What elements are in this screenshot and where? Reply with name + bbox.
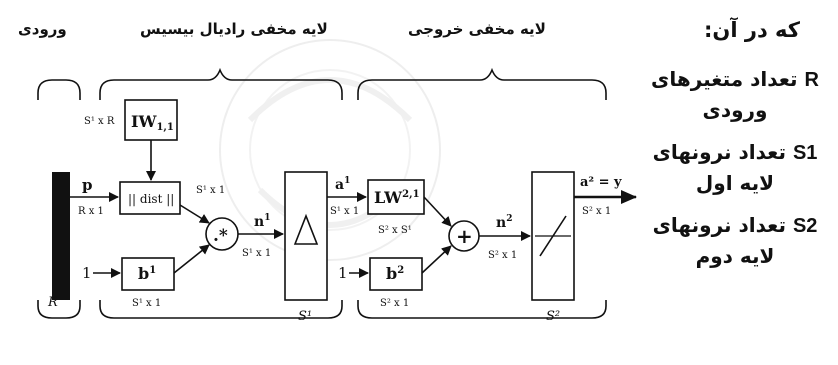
b1-bias-box xyxy=(121,257,175,291)
layer-brackets-bottom xyxy=(37,300,607,319)
lw-to-sum-arrow xyxy=(423,196,452,227)
lw-dim-label: S² x S¹ xyxy=(378,225,412,236)
legend-item-s2: S2 تعداد نرونهای لایه دوم xyxy=(640,210,830,271)
dist-to-mult-arrow xyxy=(179,204,210,224)
multiply-symbol: .* xyxy=(213,226,228,246)
rbf-network-diagram: R p R x 1 IW1,1 S¹ x R || dist || S¹ x 1… xyxy=(37,39,637,324)
legend: که در آن: R تعداد متغیرهای ورودی S1 تعدا… xyxy=(640,18,830,283)
legend-intro: که در آن: xyxy=(704,18,800,42)
legend-text: تعداد نرونهای لایه اول xyxy=(652,140,786,195)
legend-symbol: S2 xyxy=(792,215,818,237)
output-layer-label: لایه مخفی خروجی xyxy=(408,20,546,38)
b1-to-mult-arrow xyxy=(173,244,210,274)
b2-bias-box xyxy=(369,257,423,291)
a1-label: a1 xyxy=(335,176,350,193)
input-p-label: p xyxy=(82,176,93,194)
bias2-one-label: 1 xyxy=(338,264,348,282)
input-dim-label: R x 1 xyxy=(78,206,104,217)
dist-label: || dist || xyxy=(128,192,174,206)
n1-label: n1 xyxy=(254,213,270,230)
layer2-size-label: S² xyxy=(546,309,560,324)
legend-symbol: S1 xyxy=(792,142,818,164)
output-label: a² = y xyxy=(580,175,622,190)
radbas-transfer-box xyxy=(284,171,328,301)
output-dim-label: S² x 1 xyxy=(582,206,611,217)
iw-dim-label: S¹ x R xyxy=(84,116,115,127)
iw-label: IW1,1 xyxy=(131,112,174,133)
b2-dim-label: S² x 1 xyxy=(380,298,409,309)
legend-text: تعداد متغیرهای ورودی xyxy=(650,67,798,122)
b1-dim-label: S¹ x 1 xyxy=(132,298,161,309)
radbas-triangle-icon xyxy=(293,213,319,245)
lw-label: LW2,1 xyxy=(374,188,420,207)
sum-symbol: + xyxy=(456,224,473,248)
bias1-one-label: 1 xyxy=(82,264,92,282)
input-vector-bar xyxy=(52,172,70,300)
layer1-size-label: S¹ xyxy=(298,309,312,324)
legend-symbol: R xyxy=(804,69,819,91)
radial-basis-layer-label: لایه مخفی رادیال بیسیس xyxy=(140,20,328,38)
layer-brackets-top xyxy=(37,67,607,100)
n2-dim-label: S² x 1 xyxy=(488,250,517,261)
n2-label: n2 xyxy=(496,214,512,231)
input-layer-label: ورودی xyxy=(18,20,67,38)
legend-item-s1: S1 تعداد نرونهای لایه اول xyxy=(640,137,830,198)
input-size-label: R xyxy=(47,295,58,310)
n1-dim-label: S¹ x 1 xyxy=(242,248,271,259)
dist-box xyxy=(119,181,181,215)
b2-label: b2 xyxy=(386,264,404,283)
dist-dim-label: S¹ x 1 xyxy=(196,185,225,196)
legend-item-r: R تعداد متغیرهای ورودی xyxy=(640,64,830,125)
a1-dim-label: S¹ x 1 xyxy=(330,206,359,217)
b2-to-sum-arrow xyxy=(421,245,452,274)
b1-label: b1 xyxy=(138,264,156,283)
iw-weight-box xyxy=(124,99,178,141)
legend-text: تعداد نرونهای لایه دوم xyxy=(652,213,786,268)
